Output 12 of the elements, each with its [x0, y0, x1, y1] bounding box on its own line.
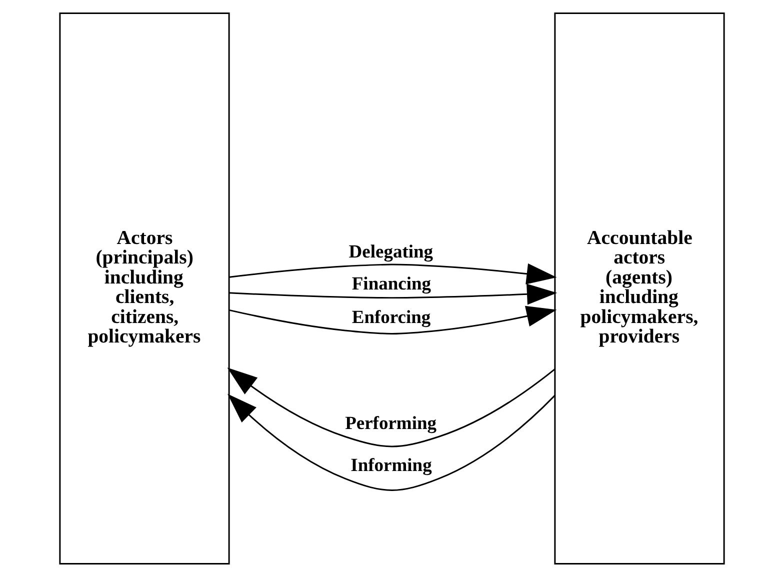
edge-label: Financing: [352, 274, 432, 295]
arrow: [229, 306, 557, 334]
arrow: [227, 368, 556, 448]
arrow: [229, 263, 557, 284]
edge-label: Enforcing: [352, 308, 431, 328]
node-box: Accountable actors (agents) including policymakers, providers: [554, 12, 725, 565]
edge-label: Delegating: [348, 242, 434, 263]
arrow: [229, 284, 558, 305]
edge-label: Informing: [350, 456, 432, 476]
node-box: Actors (principals) including clients, citizens, policymakers: [59, 12, 230, 565]
edge-label: Performing: [345, 414, 437, 434]
arrow: [228, 394, 556, 491]
